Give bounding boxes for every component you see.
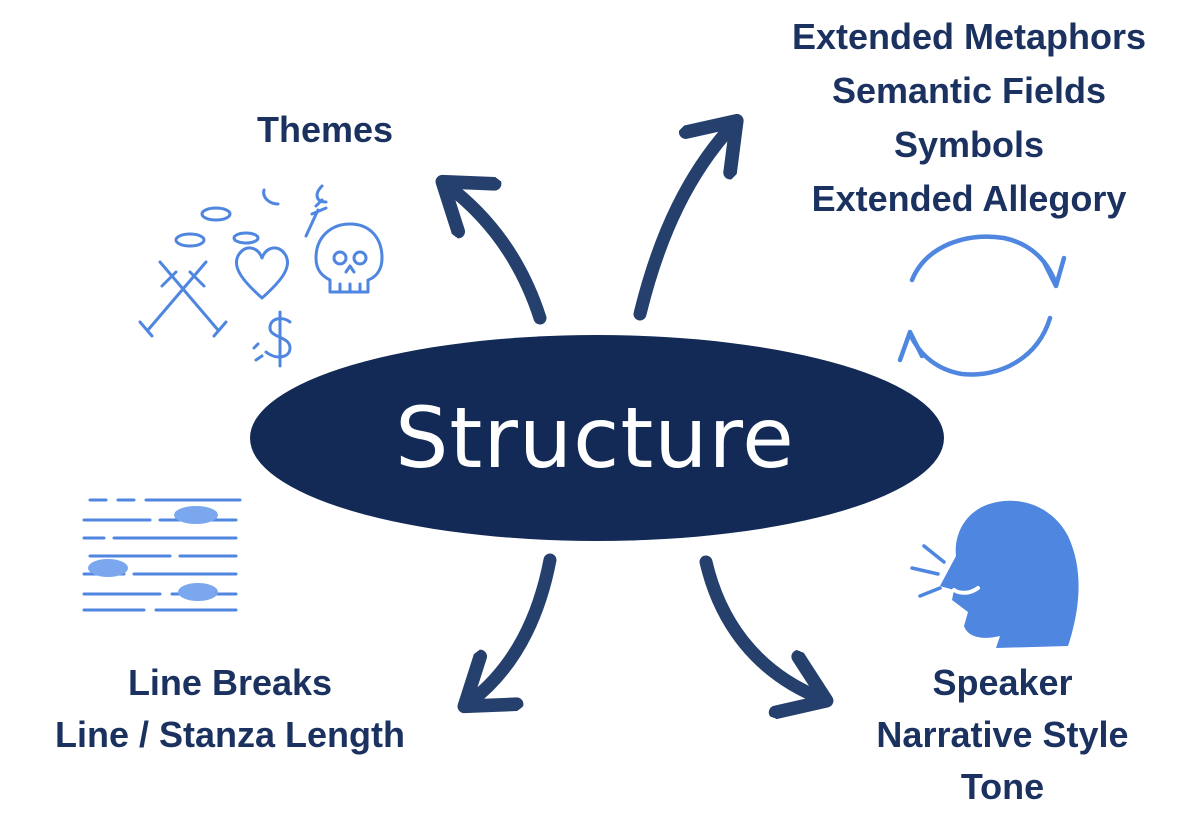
halo-icon — [232, 231, 260, 245]
label-line: Symbols — [893, 124, 1045, 165]
arrow-to-line-breaks — [470, 553, 557, 702]
label-line: Extended Metaphors — [791, 16, 1147, 57]
literary-devices-label: Extended Metaphors Semantic Fields Symbo… — [744, 10, 1194, 226]
halo-icon — [200, 206, 232, 222]
horn-icon — [262, 188, 280, 206]
crossed-swords-icon — [138, 260, 228, 338]
horn-icon — [315, 184, 328, 204]
themes-label: Themes — [200, 104, 450, 156]
label-line: Tone — [960, 766, 1045, 807]
arrow-to-extended-metaphors — [633, 126, 732, 321]
arrow-to-speaker — [699, 555, 820, 698]
label-line: Semantic Fields — [831, 70, 1107, 111]
sound-lines-icon — [910, 544, 946, 598]
center-ellipse — [250, 335, 944, 541]
label-line: Narrative Style — [876, 714, 1129, 755]
label-line: Extended Allegory — [811, 178, 1127, 219]
skull-icon — [314, 222, 384, 294]
label-line: Line / Stanza Length — [54, 714, 405, 755]
arrow-to-themes — [448, 186, 547, 325]
dollar-icon — [252, 310, 292, 368]
label-line: Speaker — [932, 662, 1073, 703]
speaking-head-icon — [910, 500, 1079, 648]
label-line: Line Breaks — [127, 662, 333, 703]
line-breaks-label: Line Breaks Line / Stanza Length — [0, 657, 460, 761]
center-label: Structure — [395, 389, 795, 487]
halo-icon — [174, 232, 206, 248]
heart-icon — [235, 246, 289, 300]
theme-doodles-icon — [138, 184, 384, 368]
pitchfork-icon — [304, 198, 328, 238]
text-lines-icon — [82, 498, 242, 612]
speaker-label: Speaker Narrative Style Tone — [830, 657, 1175, 813]
cycle-arrows-icon — [897, 234, 1067, 377]
label-line: Themes — [256, 109, 394, 150]
smudge-icon — [88, 506, 218, 601]
